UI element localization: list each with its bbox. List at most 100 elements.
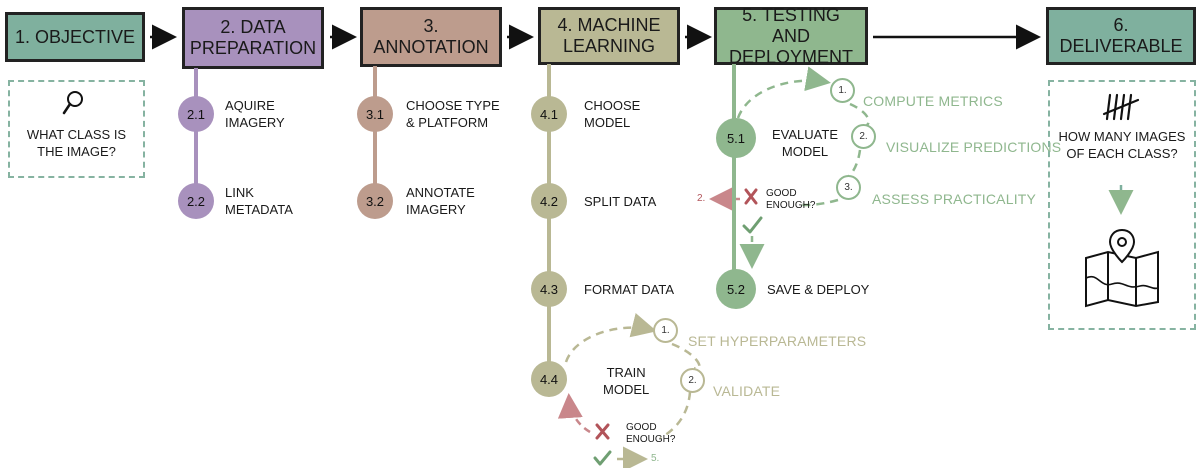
- step-line: ANNOTATE: [406, 185, 475, 200]
- step-4-2-label: SPLIT DATA: [584, 193, 656, 210]
- eval-loop-arc-top: [736, 66, 831, 119]
- header-data-prep-line1: 2. DATA: [220, 17, 286, 37]
- annotation-connector: [373, 66, 377, 198]
- step-line: TRAIN: [606, 365, 646, 380]
- eval-substep-assess-practicality: ASSESS PRACTICALITY: [872, 191, 1037, 207]
- train-loop-arc-right: [671, 342, 701, 370]
- step-circle-4-1: 4.1: [531, 96, 567, 132]
- step-circle-5-1: 5.1: [716, 118, 756, 158]
- eval-substep-visualize-predictions: VISUALIZE PREDICTIONS: [886, 139, 1062, 155]
- step-line: MODEL: [584, 115, 631, 130]
- map-pin-icon: [1085, 228, 1159, 308]
- step-3-2-label: ANNOTATE IMAGERY: [406, 184, 475, 218]
- step-line: CHOOSE: [584, 98, 641, 113]
- step-line: AQUIRE: [225, 98, 275, 113]
- step-line: CHOOSE TYPE: [406, 98, 500, 113]
- step-line: FORMAT DATA: [584, 282, 675, 297]
- step-line: IMAGERY: [406, 202, 466, 217]
- magnifier-icon: [62, 91, 83, 115]
- eval-substep-ring-3: 3.: [836, 175, 861, 200]
- step-line: SAVE & DEPLOY: [767, 282, 870, 297]
- step-line: MODEL: [603, 382, 650, 397]
- train-substep-set-hyperparameters: SET HYPERPARAMETERS: [688, 333, 867, 349]
- deliverable-question: HOW MANY IMAGES OF EACH CLASS?: [1050, 128, 1194, 162]
- train-loop-fail-arrow: [557, 393, 591, 434]
- header-objective-label: 1. OBJECTIVE: [14, 26, 136, 47]
- good-enough-line: GOOD: [626, 422, 657, 433]
- substep-number: 2.: [688, 375, 697, 386]
- substep-number: 1.: [661, 325, 670, 336]
- eval-pass-check-icon: [742, 216, 763, 234]
- data-prep-connector: [194, 68, 198, 198]
- header-deliverable-label: 6. DELIVERABLE: [1059, 15, 1183, 56]
- step-number: 2.2: [186, 193, 206, 209]
- tally-marks-icon: [1102, 93, 1140, 121]
- train-pass-check-icon: [593, 450, 612, 466]
- deliverable-question-line1: HOW MANY IMAGES: [1058, 129, 1186, 144]
- substep-number: 2.: [859, 131, 868, 142]
- step-circle-5-2: 5.2: [716, 269, 756, 309]
- header-ml-line2: LEARNING: [562, 36, 656, 56]
- deliverable-box: [1048, 80, 1196, 330]
- objective-question-line2: THE IMAGE?: [37, 144, 116, 159]
- train-fail-x-icon: [595, 423, 610, 440]
- eval-substep-ring-2: 2.: [851, 124, 876, 149]
- step-number: 4.3: [539, 281, 559, 297]
- step-3-1-label: CHOOSE TYPE& PLATFORM: [406, 97, 500, 131]
- substep-number: 1.: [838, 85, 847, 96]
- ml-connector: [547, 64, 551, 380]
- header-data-prep-line2: PREPARATION: [189, 38, 317, 58]
- testing-connector: [732, 64, 736, 290]
- good-enough-line: ENOUGH?: [626, 434, 676, 445]
- step-4-1-label: CHOOSE MODEL: [584, 97, 640, 131]
- good-enough-line: ENOUGH?: [766, 200, 816, 211]
- objective-box: [8, 80, 145, 178]
- train-loop-arc-bottom: [659, 391, 692, 440]
- deliverable-question-line2: OF EACH CLASS?: [1066, 146, 1178, 161]
- eval-fail-target: 2.: [697, 193, 706, 204]
- eval-loop-arc-bottom: [845, 149, 862, 180]
- substep-number: 3.: [844, 182, 853, 193]
- eval-loop-arc-lower: [795, 198, 839, 207]
- step-circle-2-1: 2.1: [178, 96, 214, 132]
- train-substep-validate: VALIDATE: [713, 383, 781, 399]
- step-number: 5.1: [726, 130, 746, 146]
- step-2-1-label: AQUIRE IMAGERY: [225, 97, 285, 131]
- header-ml-line1: 4. MACHINE: [557, 15, 661, 35]
- objective-question-line1: WHAT CLASS IS: [26, 127, 127, 142]
- step-line: EVALUATE: [772, 127, 838, 142]
- step-line: SPLIT DATA: [584, 194, 657, 209]
- eval-substep-compute-metrics: COMPUTE METRICS: [863, 93, 1003, 109]
- train-substep-ring-2: 2.: [680, 368, 705, 393]
- train-substep-ring-1: 1.: [653, 318, 678, 343]
- step-circle-4-4: 4.4: [531, 361, 567, 397]
- eval-fail-x-icon: [744, 188, 758, 205]
- step-5-2-label: SAVE & DEPLOY: [767, 281, 869, 298]
- step-circle-4-3: 4.3: [531, 271, 567, 307]
- good-enough-line: GOOD: [766, 188, 797, 199]
- step-2-2-label: LINK METADATA: [225, 184, 293, 218]
- step-number: 5.2: [726, 281, 746, 297]
- step-line: LINK: [225, 185, 254, 200]
- step-number: 4.2: [539, 193, 559, 209]
- train-pass-target: 5.: [651, 453, 660, 464]
- step-circle-2-2: 2.2: [178, 183, 214, 219]
- step-circle-3-1: 3.1: [357, 96, 393, 132]
- header-objective: 1. OBJECTIVE: [5, 12, 145, 62]
- step-line: METADATA: [225, 202, 293, 217]
- train-loop-arc-top: [564, 313, 657, 363]
- header-testing-line1: 5. TESTING AND: [742, 4, 840, 46]
- step-4-3-label: FORMAT DATA: [584, 281, 674, 298]
- step-line: IMAGERY: [225, 115, 285, 130]
- step-number: 3.1: [365, 106, 385, 122]
- header-deliverable: 6. DELIVERABLE: [1046, 7, 1196, 65]
- header-testing-line2: DEPLOYMENT: [728, 46, 854, 67]
